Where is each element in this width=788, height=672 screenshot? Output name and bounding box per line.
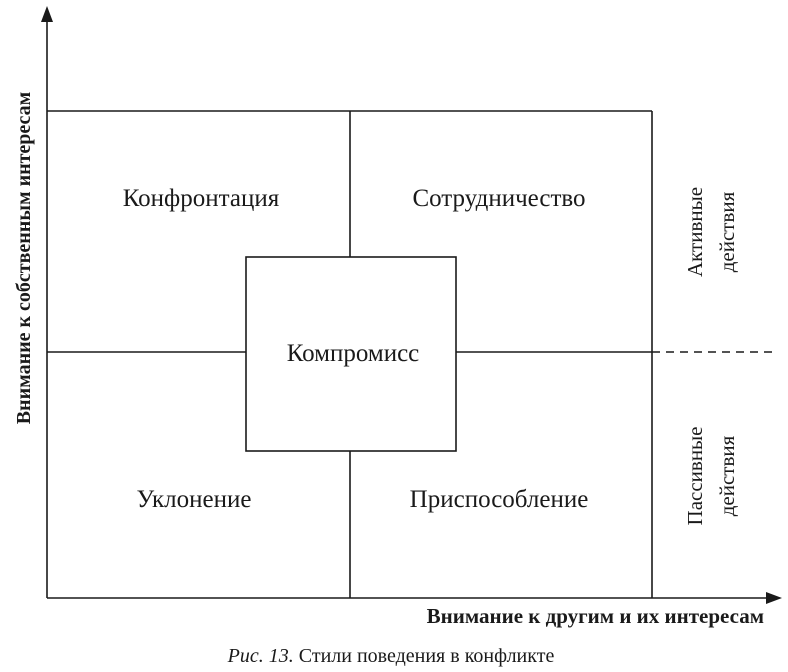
side-label-passive-line2: действия bbox=[715, 435, 739, 516]
center-label-compromise: Компромисс bbox=[287, 340, 420, 367]
y-axis-label: Внимание к собственным интересам bbox=[13, 92, 35, 425]
side-label-active-line1: Активные bbox=[683, 187, 707, 277]
figure-caption-prefix: Рис. 13. bbox=[227, 645, 294, 667]
quadrant-label-avoidance: Уклонение bbox=[137, 486, 252, 513]
side-label-active-line2: действия bbox=[715, 191, 739, 272]
compromise-box bbox=[245, 256, 457, 452]
figure-caption-text: Стили поведения в конфликте bbox=[294, 645, 555, 667]
y-axis-arrow-icon bbox=[41, 6, 53, 22]
side-label-passive-line1: Пассивные bbox=[683, 427, 707, 526]
quadrant-label-accommodation: Приспособление bbox=[410, 486, 589, 513]
quadrant-label-cooperation: Сотрудничество bbox=[412, 185, 585, 212]
x-axis-label: Внимание к другим и их интересам bbox=[427, 604, 764, 628]
figure-caption: Рис. 13. Стили поведения в конфликте bbox=[227, 645, 555, 667]
x-axis-arrow-icon bbox=[766, 592, 782, 604]
quadrant-label-confrontation: Конфронтация bbox=[123, 185, 280, 212]
